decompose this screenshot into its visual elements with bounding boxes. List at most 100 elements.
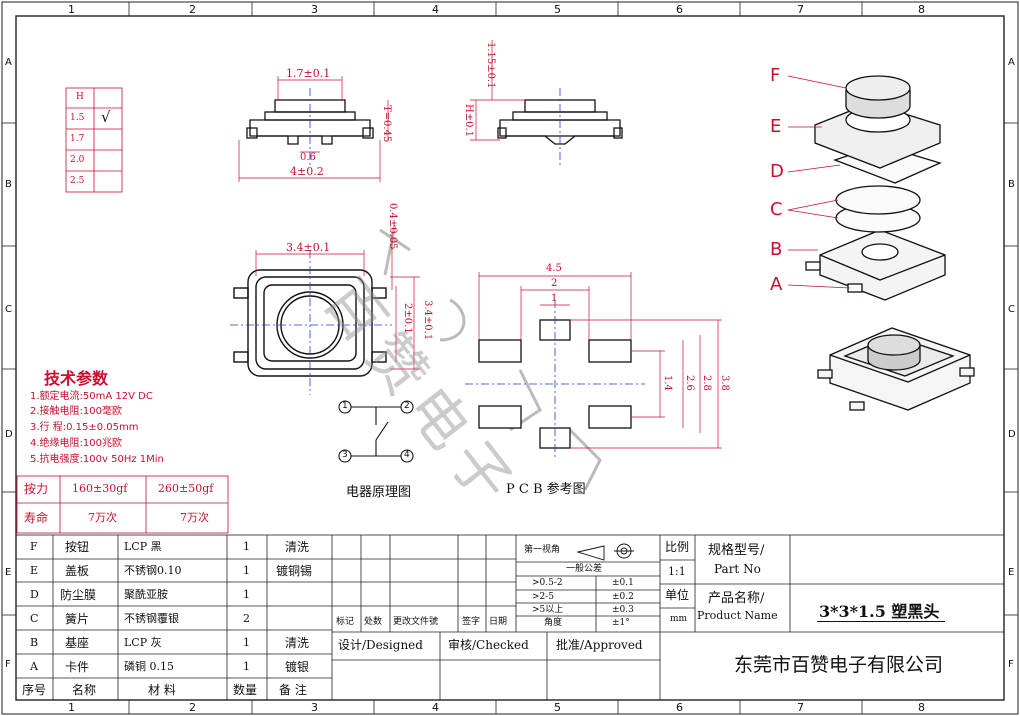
col-number: 8 xyxy=(918,701,925,714)
circuit-schematic xyxy=(338,400,414,463)
height-option: 1.5 xyxy=(70,113,85,123)
row-letter: D xyxy=(5,429,13,440)
col-number: 3 xyxy=(311,701,318,714)
pin-label: 3 xyxy=(342,450,348,460)
col-number: 6 xyxy=(676,701,683,714)
dim-text: H±0.1 xyxy=(463,104,474,138)
row-letter: F xyxy=(5,659,11,670)
assembled-view xyxy=(817,327,975,411)
bom-qty: 1 xyxy=(243,540,250,553)
rev-label: 日期 xyxy=(489,617,508,627)
tol-range: >5以上 xyxy=(532,605,564,615)
title-block-grid xyxy=(15,534,1005,701)
col-number: 1 xyxy=(68,3,75,16)
dim-text: 3.8 xyxy=(719,375,730,391)
part-label-a: A xyxy=(770,274,783,295)
tech-title: 技术参数 xyxy=(44,369,109,388)
bom-material: 磷铜 0.15 xyxy=(124,660,174,673)
tech-line: 5.抗电强度:100v 50Hz 1Min xyxy=(30,454,164,465)
height-table-header: H xyxy=(76,92,84,102)
force-value: 260±50gf xyxy=(158,482,214,495)
side-view-left-dims xyxy=(238,76,389,182)
bom-no: B xyxy=(30,636,39,649)
dim-text: 2.6 xyxy=(684,375,695,391)
dim-text: 0.4±0.05 xyxy=(387,203,398,250)
rev-label: 处数 xyxy=(364,617,383,627)
bom-qty: 2 xyxy=(243,612,250,625)
row-letter: F xyxy=(1008,659,1014,670)
row-letter: B xyxy=(1008,179,1015,190)
col-number: 4 xyxy=(432,3,439,16)
col-number: 2 xyxy=(189,701,196,714)
top-view-centerlines xyxy=(230,250,392,395)
rev-label: 标记 xyxy=(336,617,355,627)
part-label-f: F xyxy=(770,65,781,86)
row-letter: E xyxy=(5,567,12,578)
view-label: 第一视角 xyxy=(524,545,561,555)
tol-range: >2-5 xyxy=(532,592,555,602)
scale-value: 1:1 xyxy=(668,565,686,578)
pin-label: 4 xyxy=(404,450,410,460)
bom-no: C xyxy=(30,612,39,625)
dim-text: 4±0.2 xyxy=(290,165,324,178)
life-value: 7万次 xyxy=(88,511,117,524)
bom-material: 不锈钢覆银 xyxy=(124,612,179,625)
tol-range: 角度 xyxy=(544,618,563,628)
row-letter: D xyxy=(1008,429,1016,440)
bom-qty: 1 xyxy=(243,660,250,673)
col-number: 5 xyxy=(554,701,561,714)
spec-label: 规格型号/ xyxy=(708,543,765,558)
check-mark: √ xyxy=(101,108,111,126)
row-letter: A xyxy=(5,57,12,68)
col-number: 7 xyxy=(797,3,804,16)
side-view-right-dims xyxy=(470,40,525,141)
row-letter: E xyxy=(1008,567,1015,578)
part-label-d: D xyxy=(770,161,784,182)
tech-line: 2.接触电阻:100毫欧 xyxy=(30,406,122,417)
bom-material: 不锈钢0.10 xyxy=(124,564,182,577)
rev-label: 签字 xyxy=(462,617,481,627)
force-table-grid xyxy=(16,475,229,534)
part-label-c: C xyxy=(770,199,783,220)
watermark-strokes xyxy=(379,224,602,491)
row-letter: A xyxy=(1008,57,1015,68)
tech-line: 4.绝缘电阻:100兆欧 xyxy=(30,438,122,449)
height-option: 1.7 xyxy=(70,134,85,144)
spec-label-en: Part No xyxy=(714,562,761,576)
company-name: 东莞市百赞电子有限公司 xyxy=(734,654,944,676)
height-option: 2.5 xyxy=(70,176,85,186)
bom-material: 聚酰亚胺 xyxy=(124,588,168,601)
dim-text: 4.5 xyxy=(546,263,562,274)
height-option: 2.0 xyxy=(70,155,85,165)
product-name: 3*3*1.5 塑黑头 xyxy=(817,604,946,622)
bom-name: 盖板 xyxy=(65,564,90,578)
row-letter: B xyxy=(5,179,12,190)
approved-label: 批准/Approved xyxy=(556,638,643,652)
bom-header-no: 序号 xyxy=(22,683,47,697)
col-number: 2 xyxy=(189,3,196,16)
pcb-caption: P C B 参考图 xyxy=(506,482,586,497)
col-number: 5 xyxy=(554,3,561,16)
dim-text: 1.15±0.1 xyxy=(485,42,496,89)
row-letter: C xyxy=(1008,304,1015,315)
bom-note: 镀铜锡 xyxy=(276,564,313,578)
checked-label: 审核/Checked xyxy=(448,638,529,652)
bom-header-material: 材 料 xyxy=(148,683,176,697)
force-value: 160±30gf xyxy=(72,482,128,495)
force-label: 按力 xyxy=(24,482,49,496)
projection-symbol xyxy=(576,543,634,561)
col-number: 3 xyxy=(311,3,318,16)
tech-line: 3.行 程:0.15±0.05mm xyxy=(30,422,139,433)
pcb-dims xyxy=(478,272,722,449)
part-label-b: B xyxy=(770,239,783,260)
bom-name: 按钮 xyxy=(65,540,90,554)
bom-no: F xyxy=(30,540,38,553)
bom-note: 清洗 xyxy=(285,636,310,650)
top-view-dims xyxy=(255,232,420,370)
bom-no: E xyxy=(30,564,39,577)
bom-note: 镀银 xyxy=(285,660,310,674)
scale-label: 比例 xyxy=(665,540,690,554)
bom-header-note: 备 注 xyxy=(279,683,307,697)
